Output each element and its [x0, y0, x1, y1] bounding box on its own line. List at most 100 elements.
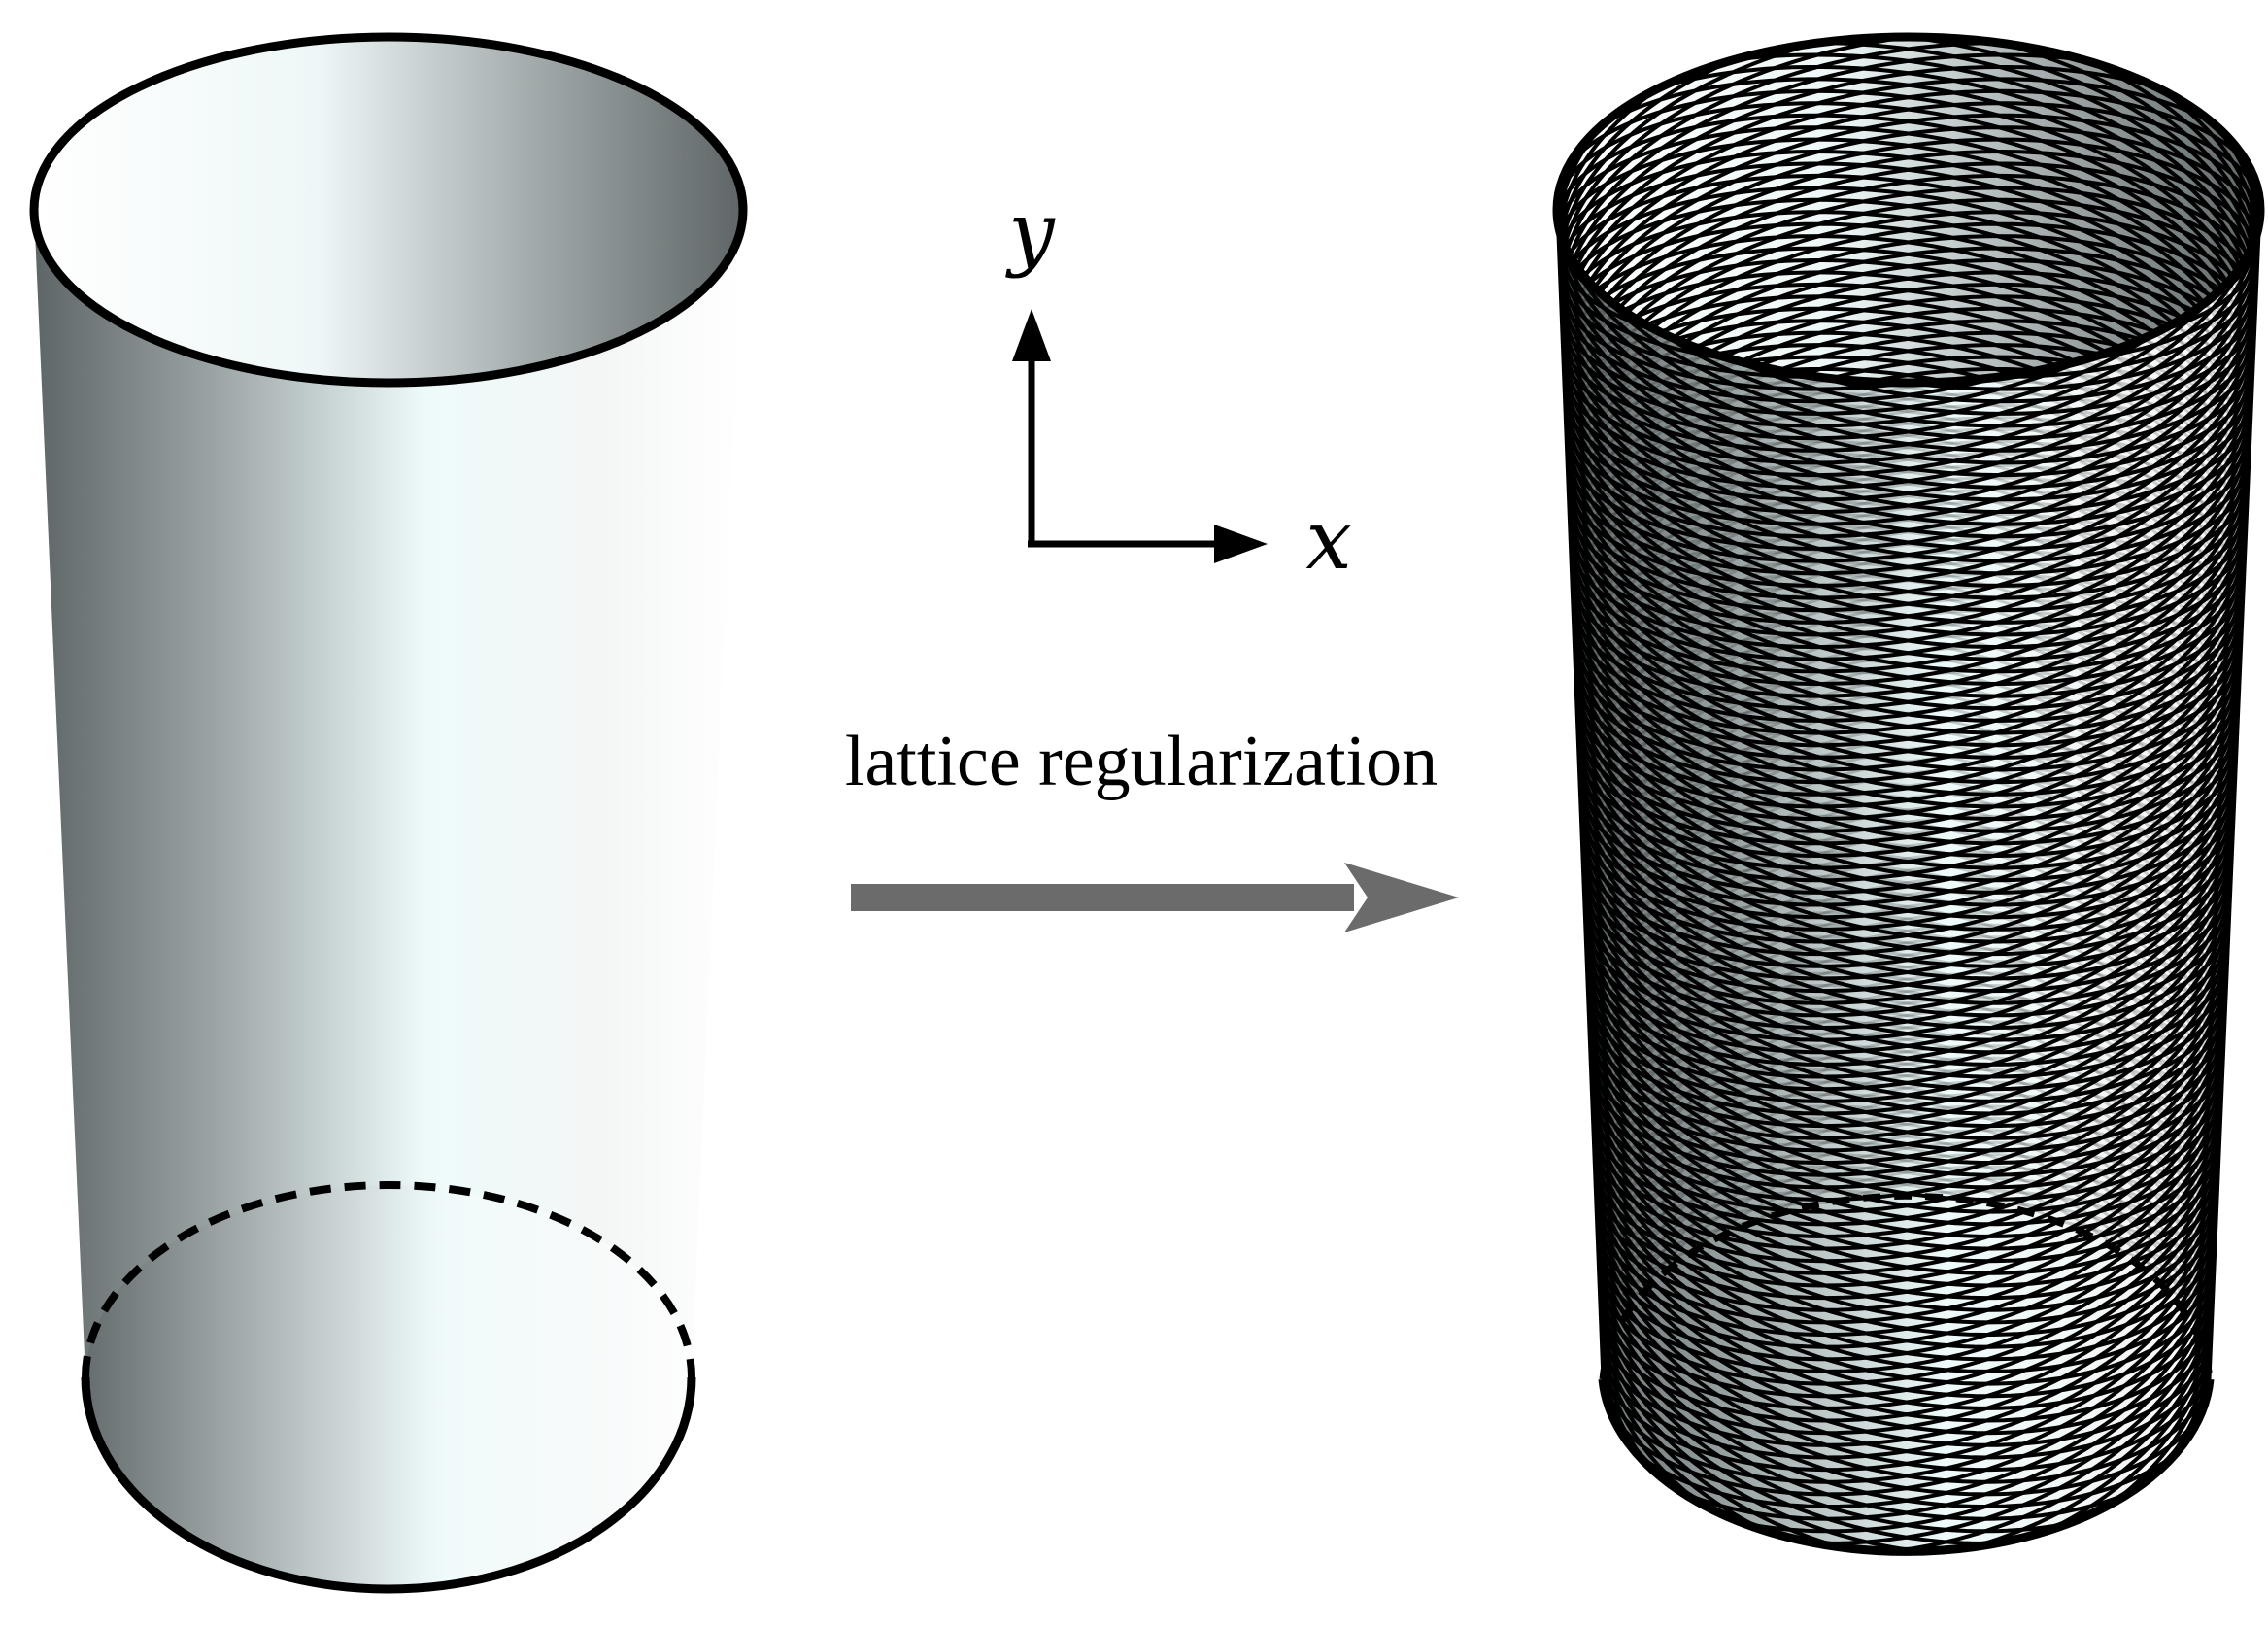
lattice-line-front: [1590, 1112, 2217, 1373]
lattice-line-inner: [1559, 77, 2215, 327]
lattice-line-front: [1732, 310, 2258, 416]
lattice-line-front: [1603, 294, 2257, 441]
lattice-line-front: [1568, 544, 2242, 797]
lattice-line-inner: [1557, 57, 1734, 256]
lattice-line-front: [1576, 759, 2233, 1018]
lattice-line-front: [1572, 651, 2237, 907]
lattice-line-front: [1580, 856, 2228, 1116]
lattice-line-back: [1589, 814, 2231, 1071]
lattice-cylinder-left-edge: [1555, 209, 1605, 1380]
lattice-line-front: [1585, 996, 2222, 1251]
lattice-line-front: [1588, 1067, 2219, 1325]
lattice-line-front: [1574, 713, 2235, 968]
lattice-line-front: [1577, 800, 2231, 1055]
lattice-line-front: [1567, 518, 2243, 772]
y-axis-arrowhead: [1012, 309, 1051, 361]
lattice-line-front: [2156, 247, 2260, 334]
lattice-line-inner: [1571, 355, 2251, 383]
lattice-line-front: [1574, 723, 2234, 981]
lattice-line-front: [1581, 898, 2227, 1153]
x-axis-label: x: [1305, 492, 1351, 588]
lattice-line-front: [1571, 625, 2239, 883]
lattice-line-front: [2083, 259, 2260, 362]
lattice-line-front: [1589, 1102, 2217, 1362]
lattice-line-front: [1559, 313, 2252, 563]
lattice-line-inner: [1558, 41, 2000, 291]
lattice-line-inner: [1557, 41, 1818, 266]
lattice-line-inner: [1571, 367, 2251, 383]
lattice-line-back: [1600, 1092, 2219, 1354]
lattice-line-front: [1585, 1005, 2222, 1264]
lattice-cylinder-bottom-rim-front: [1598, 1378, 2215, 1556]
lattice-line-front: [1567, 527, 2243, 785]
lattice-line-front: [1588, 1076, 2218, 1337]
y-axis-label: y: [1004, 185, 1056, 280]
plain-cylinder-bottom-rim-back: [82, 1181, 695, 1378]
lattice-line-front: [1560, 358, 2250, 613]
lattice-line-front: [1568, 554, 2242, 809]
lattice-line-front: [1565, 466, 2246, 723]
transition-arrow-shaft: [851, 884, 1354, 911]
lattice-line-front: [1595, 1245, 2202, 1508]
lattice-line-front: [1593, 1200, 2214, 1460]
lattice-line-front: [1582, 907, 2226, 1165]
lattice-line-front: [1583, 933, 2225, 1190]
lattice-cylinder-right-edge: [2208, 209, 2262, 1380]
lattice-line-front: [1558, 297, 2252, 551]
lattice-line-front: [1579, 846, 2229, 1103]
lattice-line-front: [1908, 284, 2259, 391]
lattice-line-front: [1590, 1129, 2217, 1386]
lattice-line-front: [1570, 605, 2240, 859]
lattice-line-front: [1592, 1165, 2216, 1423]
lattice-line-inner: [1561, 125, 2260, 380]
lattice-line-front: [1584, 969, 2223, 1227]
plain-cylinder: [29, 32, 748, 1594]
lattice-line-front: [1576, 774, 2232, 1031]
lattice-line-front: [1560, 349, 2251, 600]
lattice-line-front: [1564, 456, 2246, 711]
lattice-line-front: [1578, 820, 2230, 1079]
lattice-line-back: [1596, 1129, 2201, 1333]
lattice-line-inner: [1561, 113, 2260, 363]
lattice-line-front: [1569, 563, 2241, 822]
lattice-line-front: [1559, 332, 2251, 588]
transition-label: lattice regularization: [845, 722, 1438, 801]
lattice-line-inner: [1570, 343, 2252, 383]
lattice-line-front: [1574, 702, 2235, 957]
lattice-line-back: [1593, 1056, 2215, 1318]
lattice-line-front: [1558, 287, 2253, 539]
lattice-line-front: [1565, 482, 2245, 735]
lattice-line-front: [1581, 882, 2227, 1140]
lattice-line-front: [1594, 1226, 2213, 1484]
lattice-line-front: [1591, 1138, 2217, 1399]
lattice-line-front: [1586, 1031, 2221, 1288]
lattice-line-front: [1587, 1040, 2220, 1301]
lattice-line-inner: [1557, 37, 1910, 282]
lattice-front-lines: [1557, 209, 2260, 1552]
lattice-line-inner: [1560, 88, 2251, 344]
lattice-line-front: [1563, 421, 2248, 674]
lattice-line-front: [1575, 738, 2234, 994]
lattice-line-front: [1564, 446, 2247, 698]
lattice-line-front: [1597, 1288, 2059, 1545]
lattice-line-inner: [1562, 149, 2260, 383]
lattice-line-inner: [1560, 101, 2260, 354]
lattice-line-front: [1573, 677, 2236, 932]
coordinate-axes: y x: [1004, 185, 1351, 588]
lattice-line-front: [1578, 810, 2230, 1067]
lattice-line-front: [1580, 871, 2228, 1129]
lattice-line-front: [1561, 368, 2250, 625]
lattice-line-front: [1816, 296, 2259, 404]
lattice-line-front: [1594, 1210, 2214, 1473]
lattice-line-front: [1579, 836, 2229, 1092]
lattice-line-front: [1586, 1015, 2221, 1275]
lattice-line-front: [1557, 271, 2253, 526]
lattice-line-front: [1566, 508, 2244, 760]
lattice-line-front: [1569, 579, 2241, 833]
lattice-line-front: [1583, 953, 2224, 1214]
lattice-line-front: [1563, 410, 2248, 661]
lattice-line-front: [1596, 1271, 2122, 1534]
lattice-line-back: [1596, 996, 2223, 1256]
lattice-line-back: [1583, 814, 2224, 1071]
